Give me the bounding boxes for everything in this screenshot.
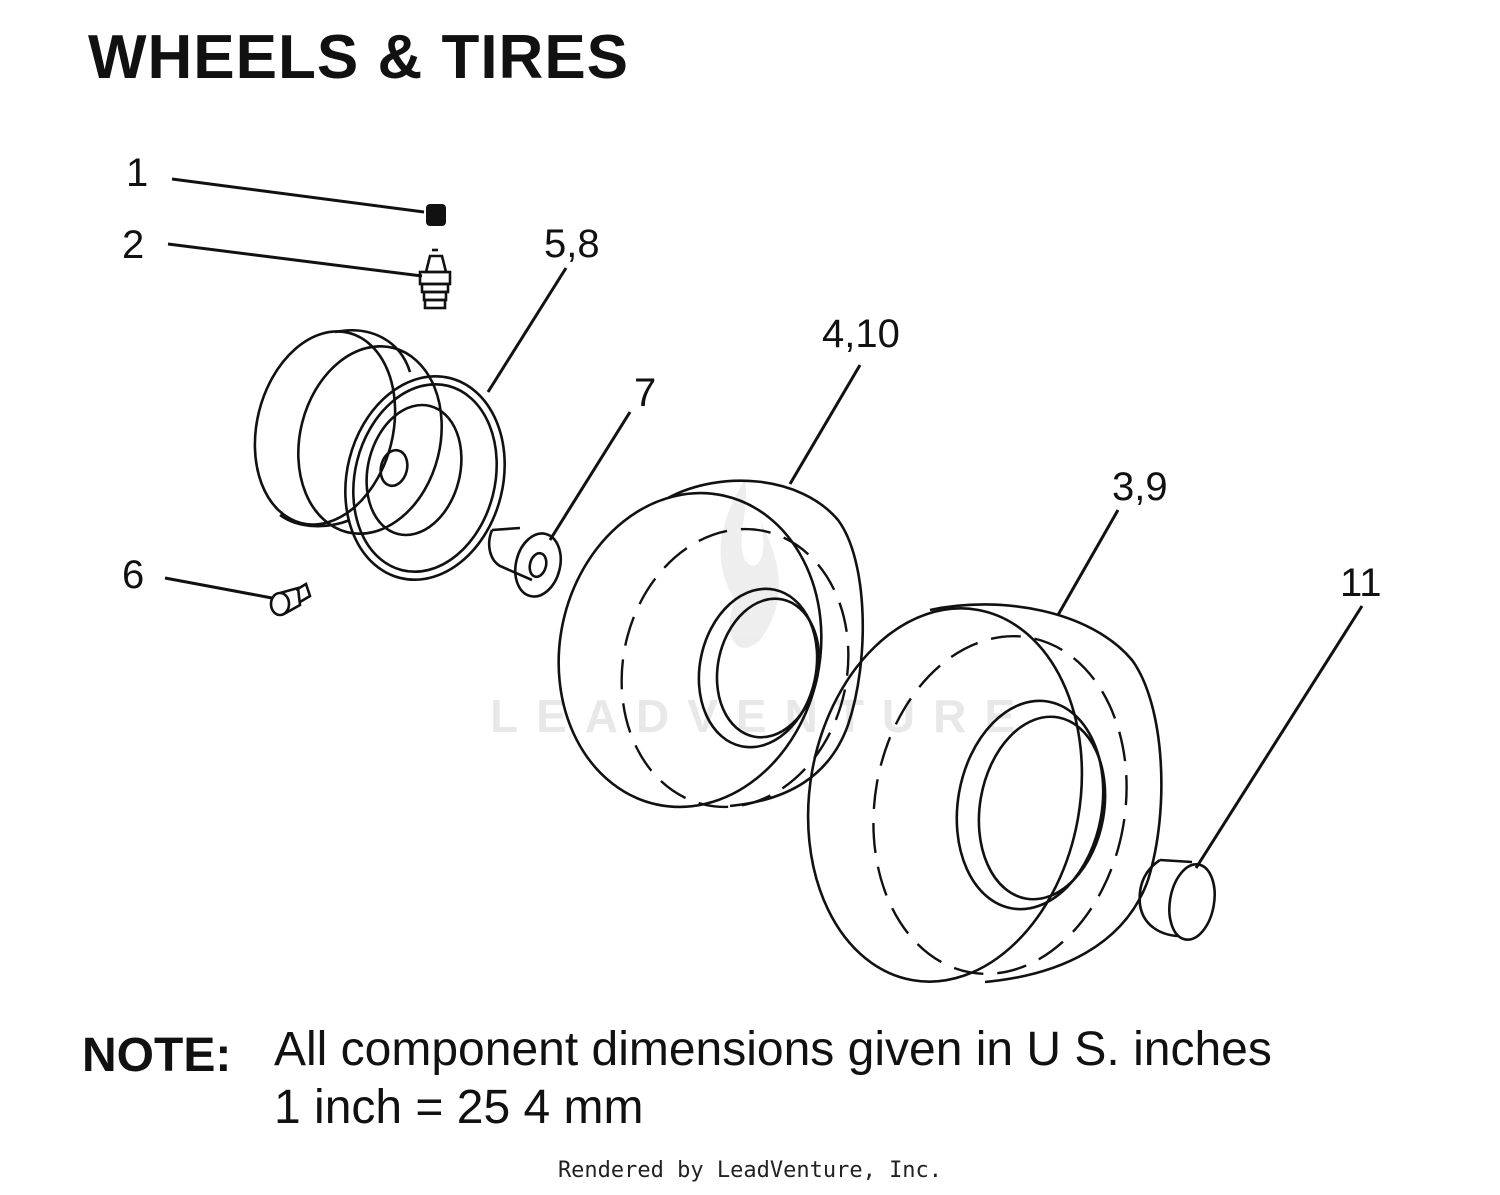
leader-line-2 [167, 242, 423, 278]
callout-1: 1 [126, 151, 148, 195]
callout-3-9: 3,9 [1112, 465, 1168, 509]
note-line-2: 1 inch = 25 4 mm [274, 1081, 644, 1134]
part-tire-rear [806, 603, 1163, 984]
diagram-title: WHEELS & TIRES [88, 23, 630, 92]
note-label: NOTE: [82, 1029, 232, 1082]
part-bushing [487, 526, 563, 598]
leader-line-1 [171, 177, 425, 214]
callout-7: 7 [634, 371, 656, 415]
leader-line-4-10 [788, 364, 862, 485]
part-rim [253, 329, 506, 582]
leader-line-3-9 [1056, 509, 1120, 616]
part-grease-fitting [269, 582, 312, 617]
leader-line-5-8 [486, 267, 568, 393]
part-hub-cap [1138, 858, 1216, 941]
leader-line-6 [164, 576, 273, 600]
note-line-1: All component dimensions given in U S. i… [274, 1023, 1272, 1076]
callout-6: 6 [122, 553, 144, 597]
leader-line-7 [548, 411, 632, 541]
footer-credit: Rendered by LeadVenture, Inc. [557, 1158, 943, 1183]
part-tire-front [557, 479, 865, 809]
callout-4-10: 4,10 [822, 312, 900, 356]
part-valve-cap [426, 204, 446, 226]
watermark-text: LEADVENTURE [490, 690, 1033, 742]
callout-11: 11 [1340, 561, 1382, 605]
watermark-flame-icon [720, 480, 779, 648]
callout-5-8: 5,8 [544, 222, 600, 266]
part-valve-stem [418, 248, 452, 310]
leader-line-11 [1194, 605, 1364, 869]
callout-2: 2 [122, 223, 144, 267]
watermark: LEADVENTURE [490, 480, 1033, 742]
